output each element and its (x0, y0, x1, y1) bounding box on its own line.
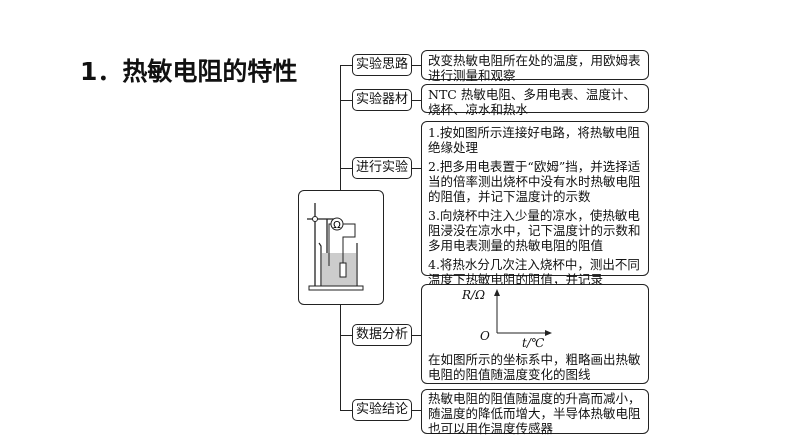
branch-line (340, 410, 352, 412)
step: 3.向烧杯中注入少量的凉水，使热敏电阻浸没在凉水中，记下温度计的示数和多用电表测… (428, 208, 641, 253)
branch-line (340, 100, 352, 102)
branch-line (411, 100, 422, 102)
branch-line (340, 335, 352, 337)
conclusion-box: 热敏电阻的阻值随温度的升高而减小，随温度的降低而增大，半导体热敏电阻也可以用作温… (421, 389, 649, 436)
apparatus-diagram: Ω (307, 203, 364, 291)
branch-line (340, 168, 352, 170)
y-axis-label: R/Ω (462, 288, 486, 302)
section-title: 1．热敏电阻的特性 (80, 57, 298, 86)
procedure-box: 1.按如图所示连接好电路，将热敏电阻绝缘处理 2.把多用电表置于“欧姆”挡，并选… (421, 121, 649, 287)
origin-label: O (480, 329, 490, 343)
conclusion-text: 热敏电阻的阻值随温度的升高而减小，随温度的降低而增大，半导体热敏电阻也可以用作温… (428, 391, 641, 436)
branch-line (411, 65, 422, 67)
label-conclusion: 实验结论 (352, 399, 412, 421)
step: 4.将热水分几次注入烧杯中，测出不同温度下热敏电阻的阻值，并记录 (428, 257, 640, 287)
apparatus-figure: Ω (298, 190, 384, 305)
ohmmeter-symbol: Ω (333, 220, 341, 231)
branch-line (411, 335, 422, 337)
step: 2.把多用电表置于“欧姆”挡，并选择适当的倍率测出烧杯中没有水时热敏电阻的阻值，… (428, 159, 641, 204)
label-analysis: 数据分析 (352, 324, 412, 346)
materials-text: NTC 热敏电阻、多用电表、温度计、烧杯、凉水和热水 (428, 87, 636, 117)
label-procedure: 进行实验 (352, 157, 412, 179)
analysis-text: 在如图所示的坐标系中，粗略画出热敏电阻的阻值随温度变化的图线 (428, 352, 641, 382)
step: 1.按如图所示连接好电路，将热敏电阻绝缘处理 (428, 125, 640, 155)
label-materials: 实验器材 (352, 89, 412, 111)
branch-line (411, 168, 422, 170)
idea-box: 改变热敏电阻所在处的温度，用欧姆表进行测量和观察 (421, 50, 649, 83)
branch-line (340, 65, 352, 67)
axes-diagram (494, 289, 552, 336)
idea-text: 改变热敏电阻所在处的温度，用欧姆表进行测量和观察 (428, 53, 641, 83)
label-idea: 实验思路 (352, 54, 412, 76)
branch-line (411, 410, 422, 412)
x-axis-label: t/℃ (522, 336, 545, 350)
materials-box: NTC 热敏电阻、多用电表、温度计、烧杯、凉水和热水 (421, 84, 649, 117)
analysis-box: R/Ω O t/℃ 在如图所示的坐标系中，粗略画出热敏电阻的阻值随温度变化的图线 (421, 284, 649, 384)
